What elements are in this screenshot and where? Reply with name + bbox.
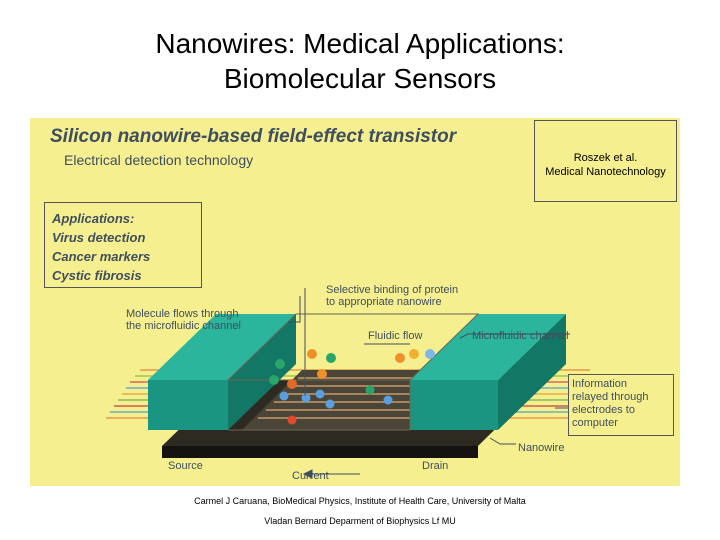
credit-line-2: Vladan Bernard Deparment of Biophysics L…: [264, 516, 456, 526]
information-line: electrodes to: [572, 404, 635, 416]
drain-label: Drain: [422, 460, 449, 472]
slide-title-line-1: Nanowires: Medical Applications:: [155, 28, 565, 59]
leader-lines: [288, 288, 570, 479]
molecules: [269, 349, 435, 425]
source-electrode-top: [148, 314, 296, 380]
slide-title-line-2: Biomolecular Sensors: [223, 63, 497, 94]
microfluidic-channel-label: Microfluidic channel: [472, 330, 569, 342]
information-box: Information relayed through electrodes t…: [568, 374, 674, 436]
information-line: relayed through: [572, 391, 649, 403]
source-label: Source: [168, 460, 203, 472]
source-electrode-front: [148, 380, 228, 430]
application-item: Cancer markers: [52, 249, 151, 264]
applications-box: Applications: Virus detection Cancer mar…: [44, 202, 202, 288]
reference-line-2: Medical Nanotechnology: [545, 166, 666, 178]
nanowire-label: Nanowire: [518, 442, 565, 454]
fluidic-flow-label: Fluidic flow: [368, 330, 423, 342]
drain-electrode-top: [410, 314, 566, 380]
selective-binding-line-2: to appropriate nanowire: [326, 296, 442, 308]
application-item: Virus detection: [52, 230, 146, 245]
selective-binding-line-1: Selective binding of protein: [326, 284, 459, 296]
application-item: Cystic fibrosis: [52, 268, 142, 283]
applications-heading: Applications:: [52, 211, 135, 226]
reference-box: Roszek et al. Medical Nanotechnology: [534, 120, 677, 202]
information-line: Information: [572, 378, 628, 390]
reference-line-1: Roszek et al.: [573, 152, 638, 164]
current-label: Current: [292, 470, 329, 482]
molecule-flow-label: Molecule flows through the microfluidic …: [126, 308, 241, 332]
molecule-flow-line-2: the microfluidic channel: [126, 320, 241, 332]
credit-line-1: Carmel J Caruana, BioMedical Physics, In…: [194, 496, 526, 506]
figure-panel: Silicon nanowire-based field-effect tran…: [30, 118, 680, 486]
drain-electrode-front: [410, 380, 498, 430]
slide-title: Nanowires: Medical Applications: Biomole…: [0, 26, 720, 96]
figure-subtitle: Electrical detection technology: [64, 152, 254, 168]
transistor-diagram: [106, 288, 590, 479]
selective-binding-label: Selective binding of protein to appropri…: [326, 284, 458, 308]
information-line: computer: [572, 417, 618, 429]
figure-title: Silicon nanowire-based field-effect tran…: [50, 126, 457, 147]
molecule-flow-line-1: Molecule flows through: [126, 308, 239, 320]
